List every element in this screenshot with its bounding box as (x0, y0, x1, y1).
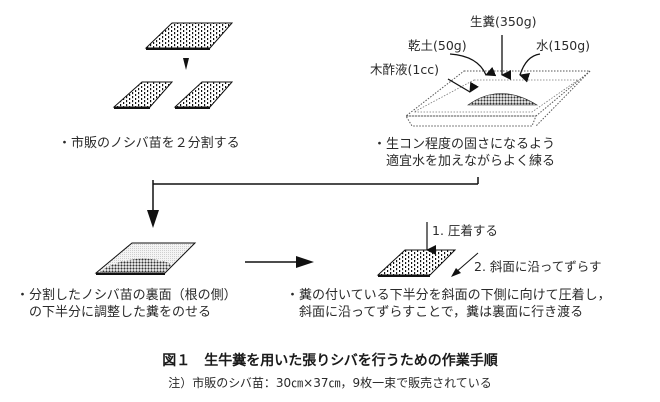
sod-on-slope-illustration (376, 249, 457, 277)
sod-full-illustration (144, 22, 234, 50)
slide-action-label: 2. 斜面に沿ってずらす (474, 259, 602, 274)
step-press-text: ・糞の付いている下半分を斜面の下側に向けて圧着し， 斜面に沿ってずらすことで，糞… (286, 288, 611, 320)
manure-pile (467, 93, 539, 106)
figure-note: 注）市販のシバ苗：30㎝×37㎝，9枚一束で販売されている (168, 376, 492, 390)
step-mix-text: ・生コン程度の固さになるよう 適宜水を加えながらよく練る (373, 137, 556, 169)
step-place-text: ・分割したノシバ苗の裏面（根の側） の下半分に調整した糞をのせる (16, 288, 237, 320)
mixing-tray-illustration (404, 70, 592, 127)
sod-back-with-manure-illustration (94, 242, 197, 275)
step-split-text: ・市販のノシバ苗を２分割する (58, 136, 240, 151)
dry-soil-arrow (449, 53, 497, 77)
split-arrow-icon (183, 58, 189, 70)
sod-half-left-illustration (112, 81, 174, 109)
flow-connector (147, 177, 479, 228)
wood-vinegar-arrow (447, 78, 479, 93)
water-arrow (519, 53, 541, 83)
dry-soil-label: 乾土(50g) (408, 38, 467, 53)
figure-title: 図１ 生牛糞を用いた張りシバを行うための作業手順 (162, 353, 498, 369)
water-label: 水(150g) (536, 38, 591, 53)
wood-vinegar-label: 木酢液(1cc) (370, 62, 439, 77)
next-step-arrow (245, 256, 314, 268)
press-action-label: 1. 圧着する (432, 223, 498, 238)
slide-arrow (451, 252, 479, 277)
manure-label: 生糞(350g) (470, 14, 537, 29)
sod-half-right-illustration (173, 81, 234, 109)
